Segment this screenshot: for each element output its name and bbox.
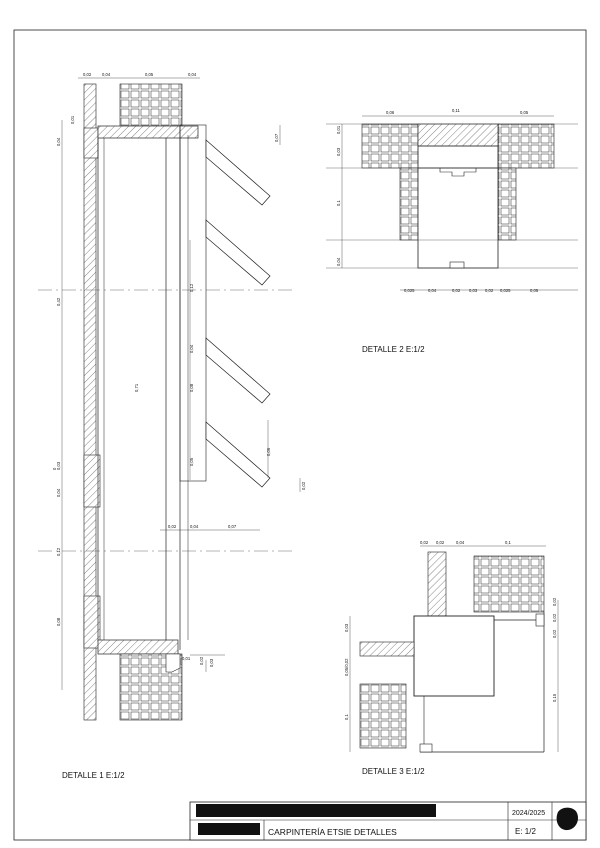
detail-1-dim: 0,04	[56, 137, 61, 146]
detail-1-wall-strip	[83, 83, 97, 721]
detail-1-dim: 0,12	[189, 283, 194, 292]
detail-1-caption: DETALLE 1 E:1/2	[62, 771, 125, 780]
detail-2-dim: 0,02	[452, 288, 461, 293]
detail-3-dim: 0,02	[552, 597, 557, 606]
detail-2-caption: DETALLE 2 E:1/2	[362, 345, 425, 354]
detail-3-dim: 0,02	[436, 540, 445, 545]
detail-1-dim: 0,04	[188, 72, 197, 77]
detail-1-dim: 0,04	[102, 72, 111, 77]
detail-3-dim: 0,02	[552, 629, 557, 638]
detail-1-dim: 0	[52, 467, 57, 470]
detail-1-dim: 0,05	[145, 72, 154, 77]
detail-1-dim: 0,02	[168, 524, 177, 529]
redacted-name-block	[198, 823, 260, 835]
project-title: CARPINTERÍA ETSIE DETALLES	[268, 827, 397, 837]
detail-3-dim: 0,02	[420, 540, 429, 545]
detail-1-dim: 0,07	[274, 133, 279, 142]
detail-1-dim: 0,01	[70, 115, 75, 124]
detail-1-dim: 0,04	[190, 524, 199, 529]
detail-2-dim: 0,04	[336, 257, 341, 266]
detail-2-dim: 0,04	[428, 288, 437, 293]
detail-3-frame	[413, 615, 495, 697]
detail-1-dim: 0,02	[199, 656, 204, 665]
detail-2-dim: 0,05	[520, 110, 529, 115]
detail-1-dim: 0,07	[228, 524, 237, 529]
detail-1-dim: 0,03	[56, 461, 61, 470]
detail-2-dim: 0,025	[404, 288, 415, 293]
detail-1-dim: 0,02	[83, 72, 92, 77]
detail-2-lintel	[417, 123, 499, 147]
detail-3-dim: 0,1	[505, 540, 511, 545]
detail-3-dim: 0,04	[456, 540, 465, 545]
detail-1-dim: 0,08	[189, 383, 194, 392]
detail-3-drawing: 0,02 0,02 0,04 0,1 0,03 0,05/0,02 0,1 0,…	[344, 540, 559, 753]
detail-1-brick-top	[119, 83, 183, 127]
detail-1-dim: 0,05	[189, 457, 194, 466]
detail-1-dim: 0,71	[134, 383, 139, 392]
detail-1-lintel	[97, 125, 199, 139]
detail-2-dim: 0,1	[336, 200, 341, 206]
detail-1-sill	[97, 639, 179, 655]
detail-1-louver	[205, 219, 271, 286]
detail-2-dim: 0,11	[452, 108, 461, 113]
detail-2-dim: 0,05	[530, 288, 539, 293]
detail-1-dim: 0,04	[189, 344, 194, 353]
detail-2-dim: 0,03	[336, 147, 341, 156]
detail-3-dim: 0,15	[552, 693, 557, 702]
detail-3-dim: 0,1	[344, 714, 349, 720]
detail-1-louver	[205, 421, 271, 488]
detail-1-dim: 0,12	[56, 547, 61, 556]
detail-2-dim: 0,06	[386, 110, 395, 115]
detail-3-caption: DETALLE 3 E:1/2	[362, 767, 425, 776]
detail-2-dim: 0,025	[500, 288, 511, 293]
title-block: CARPINTERÍA ETSIE DETALLES 2024/2025 E: …	[189, 801, 587, 841]
detail-1-dim: 0,42	[56, 297, 61, 306]
detail-2-frame	[417, 167, 499, 269]
detail-2-dim: 0,02	[485, 288, 494, 293]
detail-1-louver	[205, 139, 271, 206]
detail-2-dim: 0,03	[469, 288, 478, 293]
detail-1-drawing: 0,02 0,04 0,05 0,04 0,01 0,04 0,42 0,71 …	[38, 72, 306, 721]
redacted-name-block	[196, 804, 436, 817]
academic-year: 2024/2025	[512, 810, 545, 817]
detail-2-drawing: 0,06 0,11 0,05 0,01 0,03 0,1 0,04 0,025 …	[326, 108, 578, 293]
detail-1-dim: 0,01	[182, 656, 191, 661]
detail-1-dim: 0,04	[56, 488, 61, 497]
detail-1-dim: 0,08	[56, 617, 61, 626]
logo-blot	[556, 807, 578, 831]
detail-2-dim: 0,01	[336, 125, 341, 134]
detail-1-dim: 0,02	[301, 481, 306, 490]
detail-3-dim: 0,05/0,02	[344, 658, 349, 676]
sheet-scale: E: 1/2	[515, 827, 536, 836]
detail-1-louver	[205, 337, 271, 404]
detail-1-dim: 0,03	[209, 658, 214, 667]
detail-1-dim: 0,06	[266, 447, 271, 456]
detail-3-dim: 0,03	[344, 623, 349, 632]
detail-3-dim: 0,02	[552, 613, 557, 622]
